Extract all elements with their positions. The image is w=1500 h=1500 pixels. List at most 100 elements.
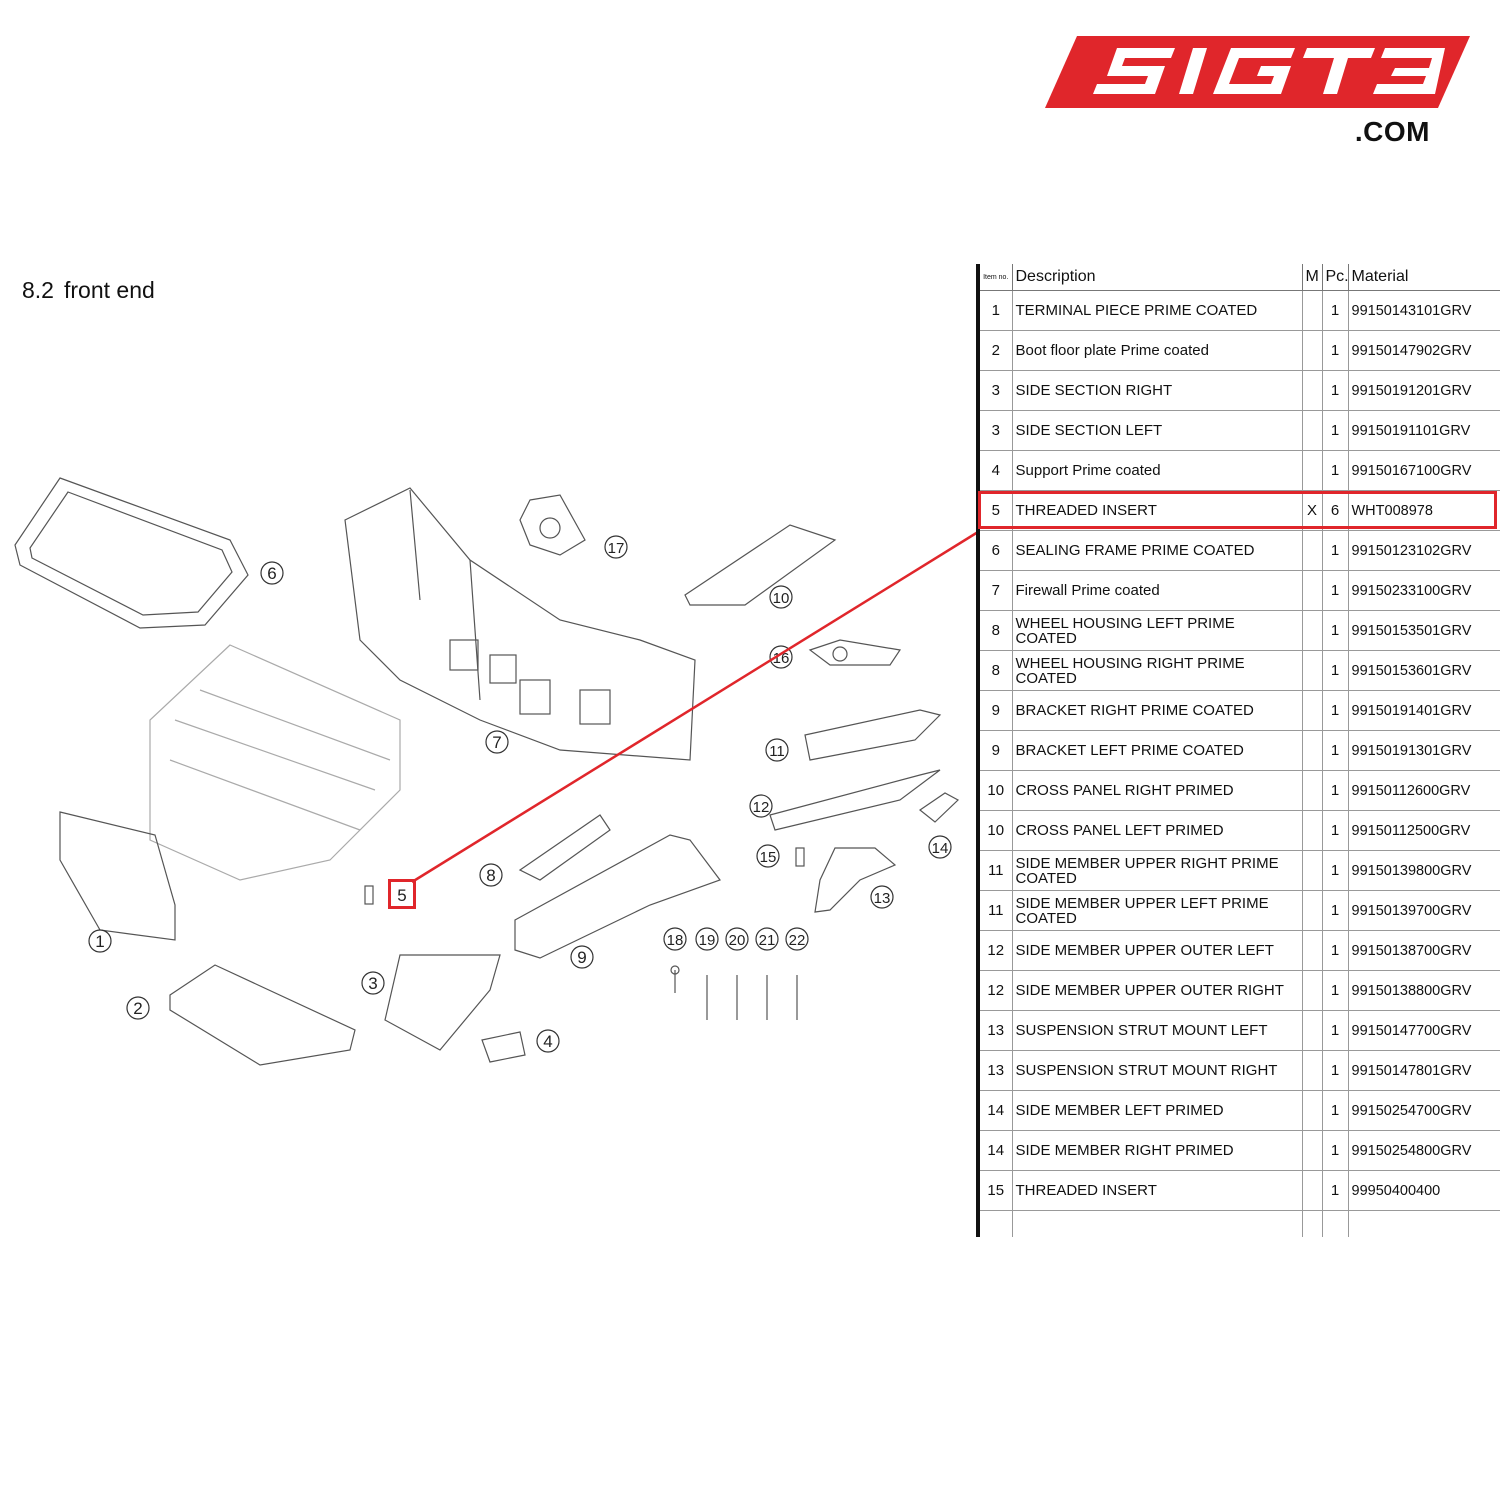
callout-11[interactable]: 11 [765,738,789,762]
part-mount-17[interactable] [519,494,586,556]
callout-7[interactable]: 7 [485,730,509,754]
row-m-flag [1302,1090,1323,1131]
callout-4[interactable]: 4 [536,1029,560,1053]
part-threaded-insert-15[interactable] [795,847,805,867]
part-side-member[interactable] [918,792,960,823]
row-quantity: 1 [1322,690,1349,731]
callout-6[interactable]: 6 [260,561,284,585]
callout-label: 7 [492,733,501,752]
row-m-flag: X [1302,490,1323,531]
callout-label: 19 [699,932,716,949]
row-m-flag [1302,930,1323,971]
part-threaded-insert-5[interactable] [364,885,374,905]
row-m-flag [1302,530,1323,571]
callout-12[interactable]: 12 [749,794,773,818]
part-fasteners[interactable] [670,965,798,1020]
row-item-no: 14 [978,1090,1013,1131]
callout-15[interactable]: 15 [756,844,780,868]
part-side-member-upper-outer[interactable] [769,769,941,831]
row-description: SIDE MEMBER UPPER RIGHT PRIME COATED [1012,850,1303,891]
callout-20[interactable]: 20 [725,927,749,951]
part-boot-floor-plate[interactable] [169,964,356,1066]
part-bracket[interactable] [514,834,721,959]
callout-1[interactable]: 1 [88,929,112,953]
row-item-no: 11 [978,890,1013,931]
callout-label: 21 [759,932,776,949]
part-front-body-assembly[interactable] [149,644,401,881]
callout-21[interactable]: 21 [755,927,779,951]
callout-9[interactable]: 9 [570,945,594,969]
row-material-number: 99150138700GRV [1348,930,1500,971]
section-number: 8.2 [22,277,54,303]
callout-circle [126,996,150,1020]
callout-5[interactable]: 5 [397,886,406,905]
part-mount-16[interactable] [808,639,902,666]
row-material-number: 99150112600GRV [1348,770,1500,811]
callout-16[interactable]: 16 [769,645,793,669]
row-item-no: 10 [978,770,1013,811]
callout-17[interactable]: 17 [604,535,628,559]
part-sealing-frame[interactable] [14,477,249,629]
filler-cell [1322,1210,1349,1237]
callout-label: 10 [773,590,790,607]
callout-3[interactable]: 3 [361,971,385,995]
callout-22[interactable]: 22 [785,927,809,951]
row-material-number: 99150254700GRV [1348,1090,1500,1131]
callout-10[interactable]: 10 [769,585,793,609]
callout-19[interactable]: 19 [695,927,719,951]
row-m-flag [1302,770,1323,811]
callout-label: 2 [133,999,142,1018]
part-side-section[interactable] [384,954,501,1051]
callout-8[interactable]: 8 [479,863,503,887]
part-terminal-piece[interactable] [59,811,176,941]
part-support[interactable] [481,1031,526,1063]
row-m-flag [1302,410,1323,451]
row-quantity: 1 [1322,570,1349,611]
row-material-number: 99150147902GRV [1348,330,1500,371]
logo-suffix: .COM [1354,116,1430,147]
row-description: THREADED INSERT [1012,490,1303,531]
part-wheel-housing[interactable] [518,814,611,881]
part-side-member-upper[interactable] [804,709,942,761]
row-m-flag [1302,330,1323,371]
brand-logo[interactable]: .COM [1045,36,1470,147]
callout-18[interactable]: 18 [663,927,687,951]
part-cross-panel[interactable] [684,524,837,606]
row-m-flag [1302,290,1323,331]
row-description: SIDE MEMBER UPPER OUTER RIGHT [1012,970,1303,1011]
callout-2[interactable]: 2 [126,996,150,1020]
row-quantity: 1 [1322,930,1349,971]
row-item-no: 3 [978,410,1013,451]
callout-circle [88,929,112,953]
callout-13[interactable]: 13 [870,885,894,909]
row-description: TERMINAL PIECE PRIME COATED [1012,290,1303,331]
callout-label: 5 [397,886,406,905]
row-material-number: 99150153601GRV [1348,650,1500,691]
callout-label: 4 [543,1032,552,1051]
callout-14[interactable]: 14 [928,835,952,859]
